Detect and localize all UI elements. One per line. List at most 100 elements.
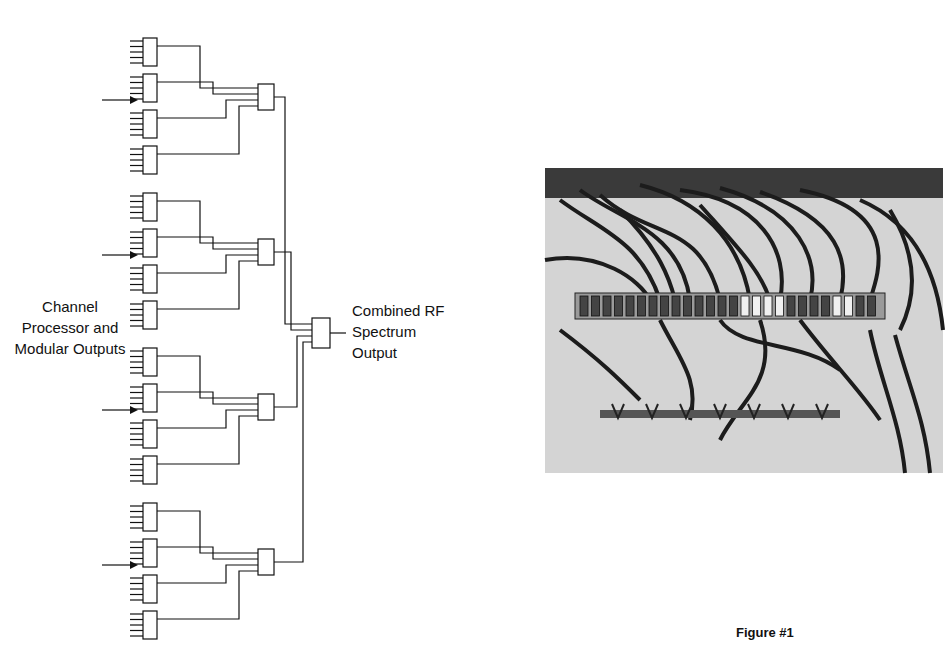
connector (776, 296, 784, 316)
connector (603, 296, 611, 316)
module-pin (130, 320, 143, 321)
module-pin (130, 212, 143, 213)
module-pin (130, 475, 143, 476)
modulator-box (143, 611, 157, 639)
module-pin (130, 547, 143, 548)
module-pin (130, 242, 143, 243)
module-pin (130, 428, 143, 429)
modulator-box (143, 193, 157, 221)
module-pin (130, 516, 143, 517)
connector (730, 296, 738, 316)
combiner-tree (102, 38, 346, 639)
rf-wire (157, 547, 258, 559)
module-pin (130, 314, 143, 315)
connector (707, 296, 715, 316)
rf-wire (157, 571, 258, 619)
module-pin (130, 630, 143, 631)
module-pin (130, 372, 143, 373)
cable (660, 320, 693, 420)
module-pin (130, 552, 143, 553)
rf-output-wire (330, 332, 346, 333)
tap (612, 404, 624, 418)
module-pin (130, 231, 143, 232)
combiner-box (258, 394, 274, 420)
tap (714, 404, 726, 418)
module-pin (130, 112, 143, 113)
module-pin (130, 594, 143, 595)
module-pin (130, 464, 143, 465)
splitter-rail (575, 293, 885, 319)
module-pin (130, 599, 143, 600)
module-pin (130, 635, 143, 636)
module-pin (130, 433, 143, 434)
modulator-box (143, 74, 157, 102)
module-pin (130, 148, 143, 149)
rf-wire (274, 342, 312, 562)
module-pin (130, 624, 143, 625)
connector (799, 296, 807, 316)
cable (890, 210, 912, 330)
cable (560, 330, 640, 400)
module-pin (130, 118, 143, 119)
figure-caption: Figure #1 (736, 624, 794, 642)
cable (860, 200, 943, 330)
module-pin (130, 527, 143, 528)
connector (684, 296, 692, 316)
connector (787, 296, 795, 316)
modulator-box (143, 229, 157, 257)
connector (626, 296, 634, 316)
connector (741, 296, 749, 316)
modulator-box (143, 110, 157, 138)
rf-wire (157, 416, 258, 464)
connector (695, 296, 703, 316)
output-label: Combined RF Spectrum Output (352, 300, 456, 363)
module-pin (130, 422, 143, 423)
connector (868, 296, 876, 316)
input-arrow (102, 254, 134, 255)
combiner-box (258, 239, 274, 265)
module-pin (130, 289, 143, 290)
rf-wire (274, 252, 312, 330)
input-label: Channel Processor and Modular Outputs (14, 296, 126, 359)
module-pin (130, 397, 143, 398)
module-pin (130, 123, 143, 124)
input-arrow (102, 564, 134, 565)
module-pin (130, 273, 143, 274)
arrow-head (130, 406, 138, 414)
module-pin (130, 522, 143, 523)
rf-wire (157, 100, 258, 118)
module-pin (130, 267, 143, 268)
module-pin (130, 613, 143, 614)
module-pin (130, 206, 143, 207)
connector (638, 296, 646, 316)
connector (845, 296, 853, 316)
module-pin (130, 248, 143, 249)
module-pin (130, 325, 143, 326)
module-pin (130, 93, 143, 94)
rf-wire (157, 261, 258, 309)
modulator-box (143, 38, 157, 66)
module-pin (130, 541, 143, 542)
module-pin (130, 170, 143, 171)
module-pin (130, 40, 143, 41)
module-pin (130, 577, 143, 578)
module-pin (130, 619, 143, 620)
combiner-box (258, 84, 274, 110)
module-pin (130, 51, 143, 52)
module-pin (130, 480, 143, 481)
rf-wire (157, 82, 258, 94)
cable (720, 320, 765, 440)
connector (856, 296, 864, 316)
modulator-box (143, 420, 157, 448)
rf-wire (157, 255, 258, 273)
tap (646, 404, 658, 418)
modulator-box (143, 539, 157, 567)
module-pin (130, 303, 143, 304)
module-pin (130, 237, 143, 238)
connector (718, 296, 726, 316)
cable (800, 320, 880, 420)
modulator-box (143, 146, 157, 174)
module-pin (130, 558, 143, 559)
rf-wire (274, 336, 312, 407)
module-pin (130, 129, 143, 130)
